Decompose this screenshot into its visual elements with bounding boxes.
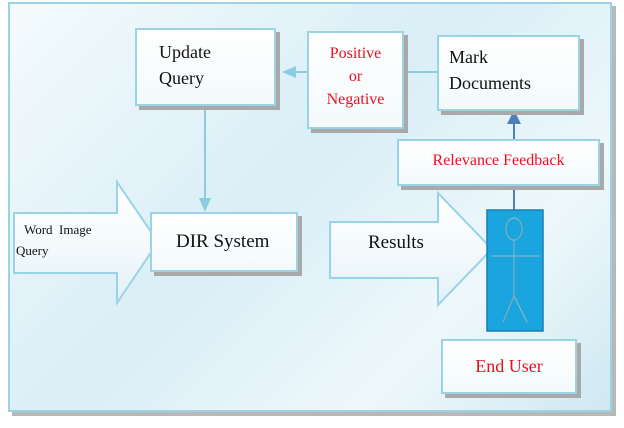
feedback-type-line1: Positive	[329, 45, 382, 62]
update-query-label-line2: Query	[159, 68, 204, 88]
relevance-feedback-box: Relevance Feedback	[397, 139, 600, 186]
feedback-type-line2: or	[348, 68, 363, 85]
feedback-type-box: Positive or Negative	[307, 31, 404, 129]
end-user-box: End User	[441, 339, 577, 394]
mark-documents-box: Mark Documents	[437, 35, 580, 111]
end-user-figure	[486, 209, 544, 332]
update-query-label-line1: Update	[159, 42, 211, 62]
mark-documents-line2: Documents	[449, 73, 531, 93]
relevance-feedback-label: Relevance Feedback	[432, 152, 565, 169]
dir-system-box: DIR System	[150, 212, 298, 272]
feedback-type-line3: Negative	[326, 91, 385, 108]
word-image-query-line2: Query	[16, 243, 49, 258]
update-to-dir-arrowhead	[199, 198, 211, 212]
stick-person-outline-icon	[491, 217, 540, 323]
results-arrow	[329, 190, 494, 308]
mark-documents-line1: Mark	[449, 47, 488, 67]
end-user-label: End User	[475, 356, 543, 376]
update-query-box: Update Query	[135, 28, 276, 106]
results-label: Results	[368, 232, 424, 253]
feedback-to-update-arrowhead	[282, 66, 296, 78]
dir-system-label: DIR System	[176, 231, 270, 252]
word-image-query-line1: Word Image	[24, 222, 92, 237]
query-input-arrow	[13, 178, 160, 307]
user-to-mark-arrowhead	[507, 110, 521, 124]
